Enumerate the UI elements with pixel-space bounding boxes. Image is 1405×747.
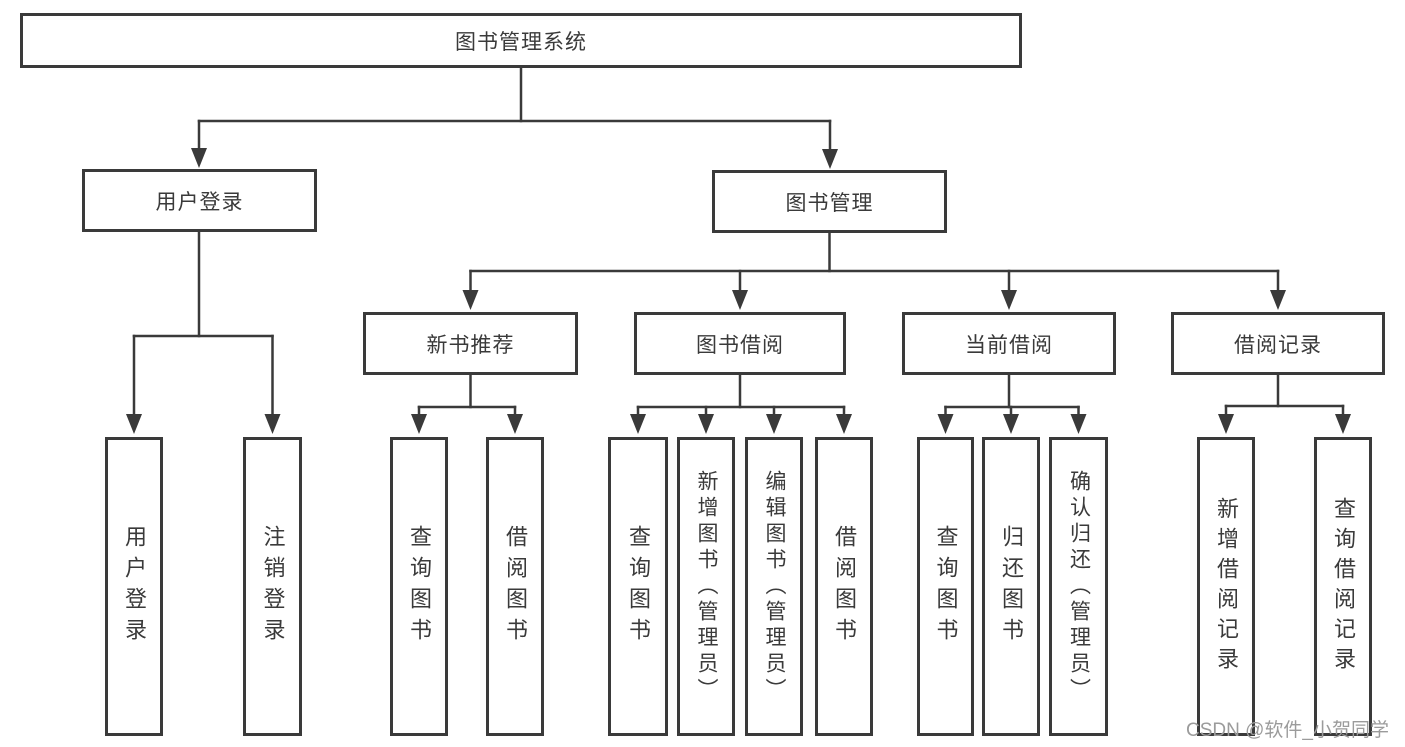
leaf-add-book-admin: 新增图书（管理员） — [677, 437, 735, 736]
leaf-borrow-books-recommend: 借阅图书 — [486, 437, 544, 736]
leaf-borrow-books-borrowing: 借阅图书 — [815, 437, 873, 736]
leaf-query-borrow-record: 查询借阅记录 — [1314, 437, 1372, 736]
arrowheads — [126, 148, 1351, 434]
leaf-logout: 注销登录 — [243, 437, 302, 736]
leaf-confirm-return-admin: 确认归还（管理员） — [1049, 437, 1108, 736]
node-new-book-recommend: 新书推荐 — [363, 312, 578, 375]
leaf-add-borrow-record: 新增借阅记录 — [1197, 437, 1255, 736]
node-book-management: 图书管理 — [712, 170, 947, 233]
node-borrowing-records: 借阅记录 — [1171, 312, 1385, 375]
leaf-query-books-recommend: 查询图书 — [390, 437, 448, 736]
leaf-user-login: 用户登录 — [105, 437, 163, 736]
leaf-query-books-current: 查询图书 — [917, 437, 974, 736]
leaf-query-books-borrowing: 查询图书 — [608, 437, 668, 736]
csdn-watermark: CSDN @软件_小贺同学 — [1186, 720, 1389, 741]
node-user-login: 用户登录 — [82, 169, 317, 232]
node-current-borrowing: 当前借阅 — [902, 312, 1116, 375]
node-book-borrowing: 图书借阅 — [634, 312, 846, 375]
node-library-management-system: 图书管理系统 — [20, 13, 1022, 68]
leaf-edit-book-admin: 编辑图书（管理员） — [745, 437, 803, 736]
leaf-return-books: 归还图书 — [982, 437, 1040, 736]
